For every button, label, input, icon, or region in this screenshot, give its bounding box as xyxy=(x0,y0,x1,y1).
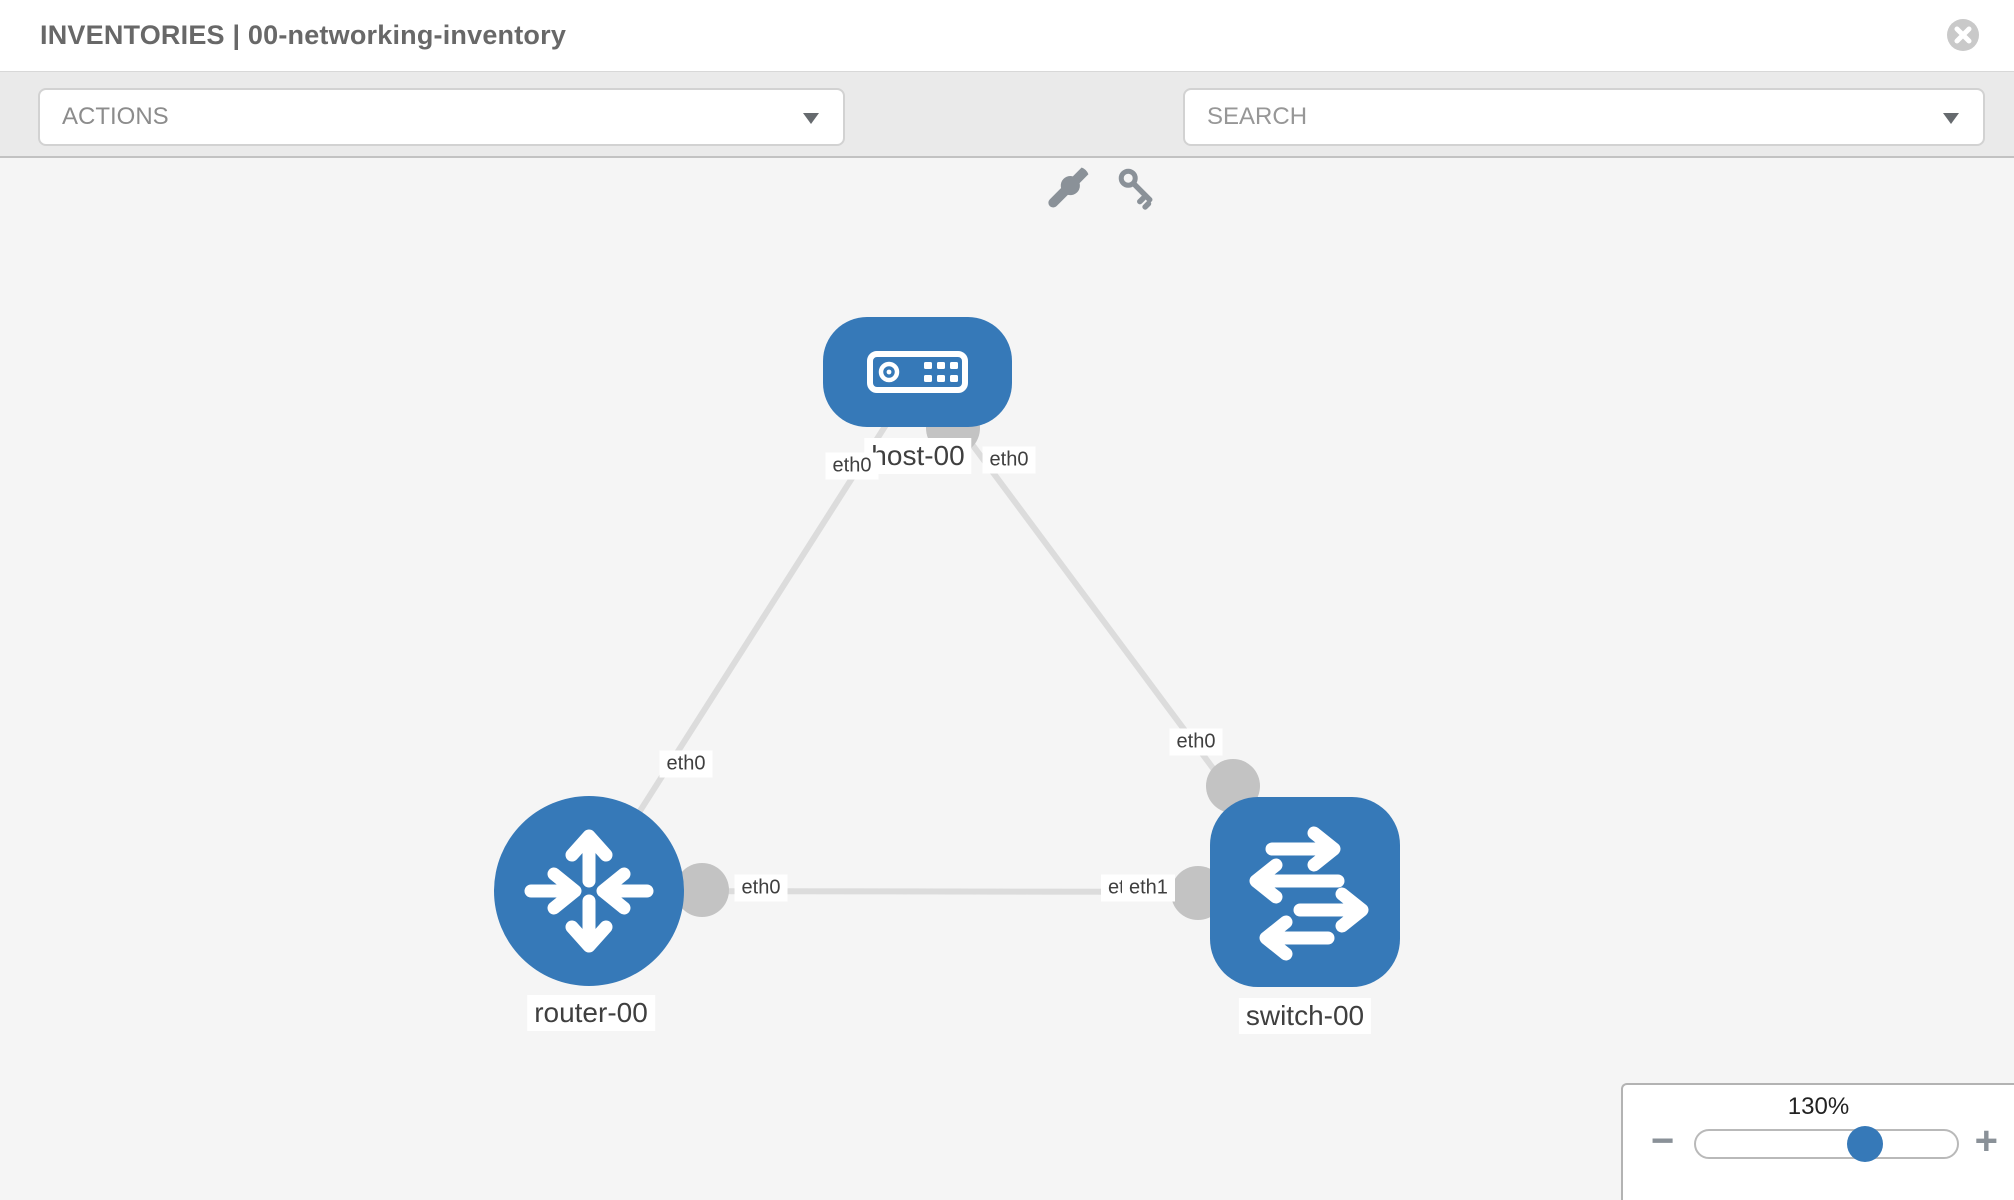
topology-canvas[interactable]: host-00 router-00 switch-00 eth0 eth0 et… xyxy=(0,158,2014,1200)
node-switch-00[interactable] xyxy=(1210,797,1400,987)
links-layer xyxy=(586,371,1308,920)
node-label-router: router-00 xyxy=(527,995,655,1031)
header-bar: INVENTORIES | 00-networking-inventory xyxy=(0,0,2014,72)
iface-label-router-switch-router-end: eth0 xyxy=(734,874,788,902)
search-dropdown[interactable]: SEARCH xyxy=(1183,88,1985,146)
router-icon xyxy=(524,829,654,953)
node-label-host: host-00 xyxy=(864,438,972,474)
wrench-icon xyxy=(1048,167,1089,208)
zoom-level-value: 130% xyxy=(1787,1093,1850,1120)
zoom-slider-track[interactable] xyxy=(1694,1129,1959,1159)
search-placeholder: SEARCH xyxy=(1207,103,1308,130)
configure-button[interactable] xyxy=(1044,164,1090,215)
node-router-00[interactable] xyxy=(494,796,684,986)
iface-label-router-switch-switch-end: eth1 xyxy=(1122,874,1175,902)
zoom-in-button[interactable]: + xyxy=(1974,1119,1998,1163)
key-icon xyxy=(1118,168,1153,210)
iface-label-host-router-host-end: eth0 xyxy=(825,452,879,480)
zoom-slider-thumb[interactable] xyxy=(1847,1126,1883,1162)
iface-label-host-switch-host-end: eth0 xyxy=(982,446,1036,474)
close-icon xyxy=(1947,19,1979,51)
zoom-out-button[interactable]: − xyxy=(1651,1119,1675,1163)
host-icon xyxy=(867,351,968,393)
iface-label-host-router-router-end: eth0 xyxy=(659,750,713,778)
close-button[interactable] xyxy=(1946,18,1980,52)
switch-icon xyxy=(1249,826,1369,961)
chevron-down-icon xyxy=(803,113,819,124)
toolbar: ACTIONS SEARCH xyxy=(0,72,2014,210)
actions-dropdown-label: ACTIONS xyxy=(62,103,169,130)
node-host-00[interactable] xyxy=(823,317,1012,427)
iface-label-host-switch-switch-end: eth0 xyxy=(1169,728,1223,756)
key-button[interactable] xyxy=(1110,164,1158,217)
actions-dropdown[interactable]: ACTIONS xyxy=(38,88,845,146)
zoom-panel: 130% − + xyxy=(1621,1083,2014,1200)
chevron-down-icon xyxy=(1943,113,1959,124)
connector-router-eth0 xyxy=(675,863,729,917)
node-label-switch: switch-00 xyxy=(1238,998,1372,1034)
page-title: INVENTORIES | 00-networking-inventory xyxy=(40,20,567,50)
